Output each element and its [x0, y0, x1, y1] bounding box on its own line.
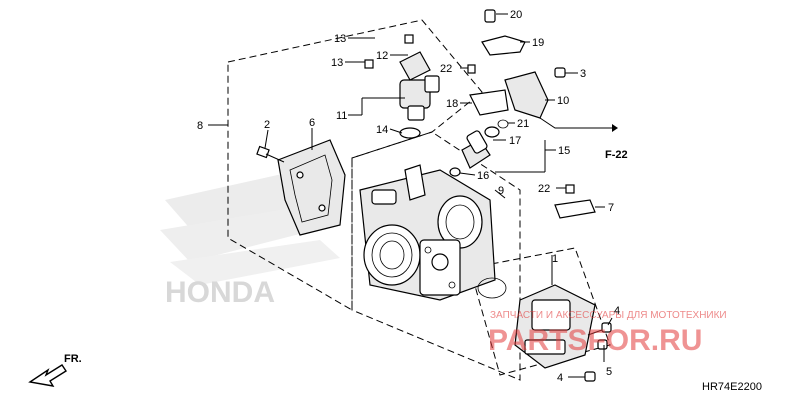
callout-20: 20 [510, 9, 522, 21]
ref-arrow [600, 124, 618, 132]
honda-wordmark: HONDA [165, 276, 275, 309]
leader-lines [208, 13, 613, 326]
callout-14: 14 [376, 124, 388, 136]
sensor-11 [399, 75, 440, 139]
ref-label-f22: F-22 [605, 149, 628, 161]
throttle-body-9 [359, 164, 496, 301]
callout-18: 18 [446, 98, 458, 110]
front-direction-arrow [28, 364, 67, 387]
callout-9: 9 [498, 185, 504, 197]
callout-22-upper: 22 [440, 63, 452, 75]
o-ring-14 [399, 127, 421, 139]
bracket-18 [467, 64, 509, 116]
callout-13-lower: 13 [331, 57, 343, 69]
screw-4-upper [587, 322, 612, 336]
callout-12: 12 [376, 50, 388, 62]
callout-1: 1 [552, 253, 558, 265]
sensor-12 [399, 34, 431, 81]
callout-21: 21 [517, 118, 529, 130]
callout-2: 2 [264, 119, 270, 131]
assembly-outline [227, 19, 611, 381]
screw-4-lower [568, 371, 596, 382]
diagram-code: HR74E2200 [702, 381, 762, 393]
gasket-6 [277, 139, 346, 236]
clamp-19 [481, 9, 526, 56]
injector-assembly-15 [449, 119, 509, 177]
callout-15: 15 [558, 145, 570, 157]
callout-19: 19 [532, 37, 544, 49]
stay-7 [554, 184, 596, 219]
callout-22-lower: 22 [538, 183, 550, 195]
callout-4-lower: 4 [557, 372, 563, 384]
screw-13-a [364, 59, 374, 69]
callout-labels: 1 2 3 4 4 5 6 7 8 9 10 11 12 13 13 14 15… [197, 9, 620, 384]
bolt-2 [256, 145, 285, 163]
callout-5: 5 [606, 366, 612, 378]
callout-4-upper: 4 [614, 305, 620, 317]
callout-8: 8 [197, 120, 203, 132]
throttle-sensor-1 [477, 277, 596, 369]
callout-11: 11 [336, 110, 347, 122]
callout-3: 3 [580, 68, 586, 80]
callout-7: 7 [608, 202, 614, 214]
callout-13-upper: 13 [334, 33, 346, 45]
site-tagline-watermark: ЗАПЧАСТИ И АКСЕССУАРЫ ДЛЯ МОТОТЕХНИКИ [490, 310, 727, 321]
callout-17: 17 [509, 135, 521, 147]
callout-10: 10 [557, 95, 569, 107]
screw-5 [597, 339, 608, 362]
front-label: FR. [64, 353, 82, 365]
o-ring-1 [477, 277, 507, 299]
callout-16: 16 [477, 170, 489, 182]
site-name-watermark: PARTSFOR.RU [488, 324, 702, 357]
callout-6: 6 [309, 117, 315, 129]
